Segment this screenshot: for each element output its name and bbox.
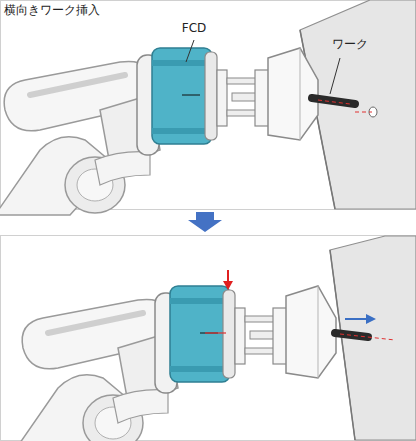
panel-title: 横向きワーク挿入 (4, 4, 100, 18)
part-label: FCD (182, 22, 207, 36)
part-label: ワーク (332, 38, 368, 52)
